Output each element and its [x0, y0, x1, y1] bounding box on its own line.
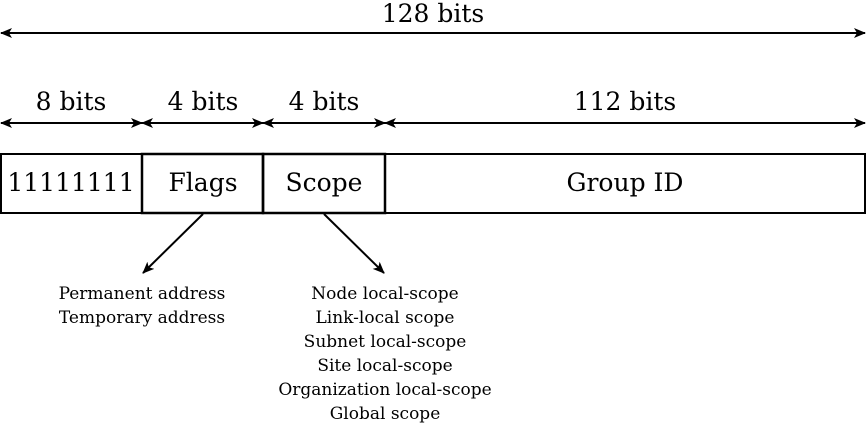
segment-width-scope: 4 bits [289, 87, 360, 116]
field-label-group-id: Group ID [567, 168, 684, 197]
field-label-scope: Scope [286, 168, 363, 197]
field-label-flags: Flags [168, 168, 237, 197]
scope-value-global: Global scope [330, 404, 441, 424]
scope-value-subnet: Subnet local-scope [304, 332, 467, 352]
scope-value-organization: Organization local-scope [278, 380, 491, 400]
total-width-label: 128 bits [382, 0, 485, 28]
field-label-prefix: 11111111 [7, 168, 134, 197]
segment-width-flags: 4 bits [168, 87, 239, 116]
segment-width-prefix: 8 bits [36, 87, 107, 116]
scope-value-site: Site local-scope [317, 356, 452, 376]
scope-value-link: Link-local scope [315, 308, 454, 328]
flags-pointer-arrow [142, 213, 204, 274]
scope-pointer-arrow [323, 213, 385, 274]
field-box-group-id [384, 153, 866, 214]
scope-value-node: Node local-scope [311, 284, 458, 304]
flags-value-permanent: Permanent address [59, 284, 226, 304]
flags-value-temporary: Temporary address [59, 308, 225, 328]
segment-width-group-id: 112 bits [574, 87, 677, 116]
